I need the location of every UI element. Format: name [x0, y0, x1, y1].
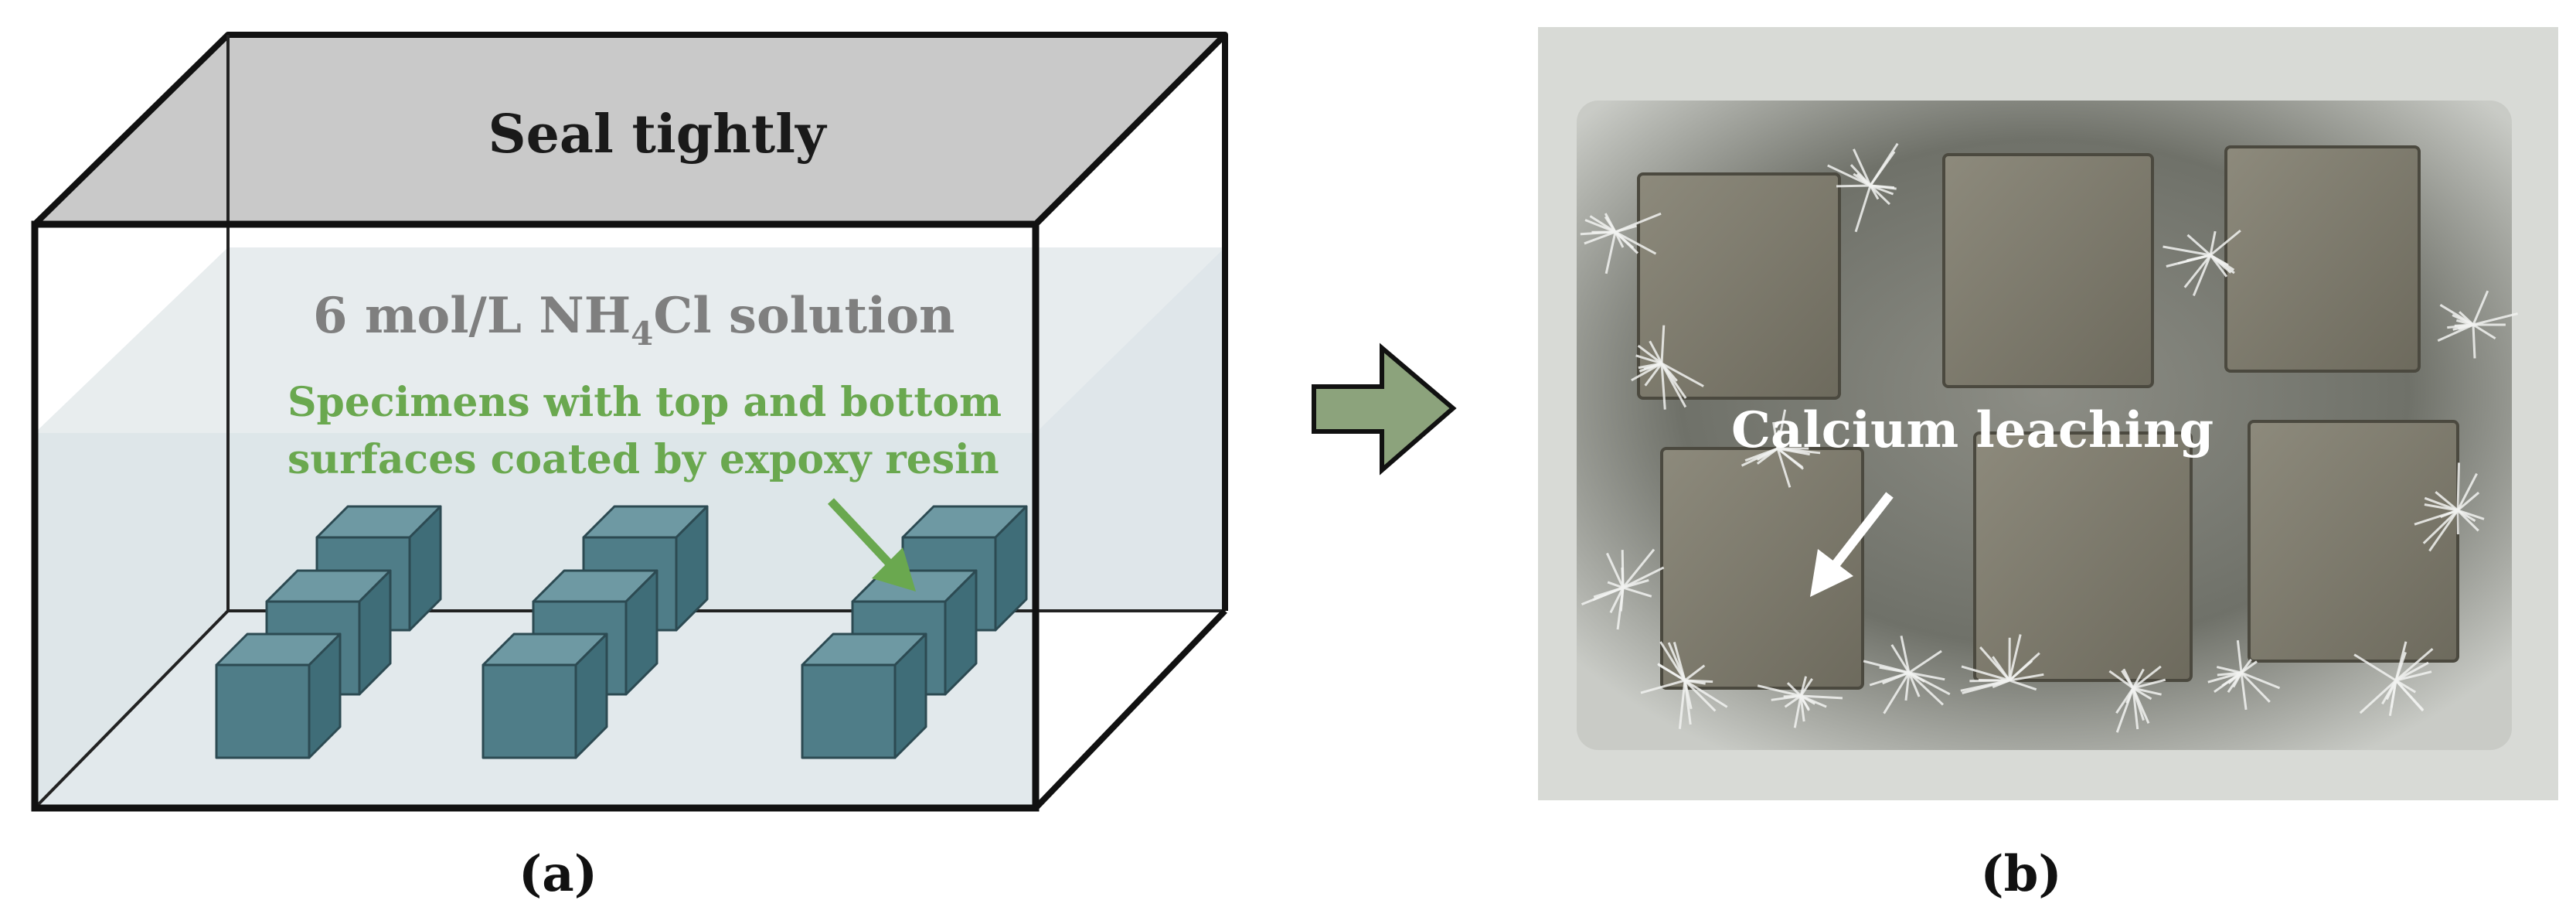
specimen-label-line1: Specimens with top and bottom: [288, 379, 1002, 426]
specimen-block: [1638, 174, 1839, 398]
specimen-label-line2: surfaces coated by expoxy resin: [288, 436, 999, 483]
tank-right-bottom-edge: [1036, 611, 1225, 808]
photo-annotation: Calcium leaching: [1731, 401, 2214, 459]
crystal-strand: [1622, 550, 1623, 588]
specimen-cube: [216, 634, 340, 758]
crystal-strand: [2473, 325, 2475, 358]
specimen-block: [1944, 155, 2152, 387]
panel-a-tank-diagram: Seal tightly 6 mol/L NH4Cl solution Spec…: [35, 35, 1225, 903]
solution-label-prefix: 6 mol/L NH: [313, 287, 631, 345]
panel-b-caption: (b): [1980, 845, 2061, 903]
crystal-strand: [2458, 462, 2459, 510]
transition-arrow: [1314, 348, 1453, 470]
specimen-cube: [483, 634, 607, 758]
solution-label-subscript: 4: [631, 315, 653, 353]
panel-b-photo: Calcium leaching (b): [1538, 27, 2558, 903]
specimen-block: [1975, 433, 2191, 680]
solution-label-suffix: Cl solution: [653, 287, 955, 345]
lid-label: Seal tightly: [488, 104, 828, 165]
specimen-block: [2226, 147, 2419, 371]
specimen-cube: [802, 634, 926, 758]
panel-a-caption: (a): [519, 845, 597, 903]
